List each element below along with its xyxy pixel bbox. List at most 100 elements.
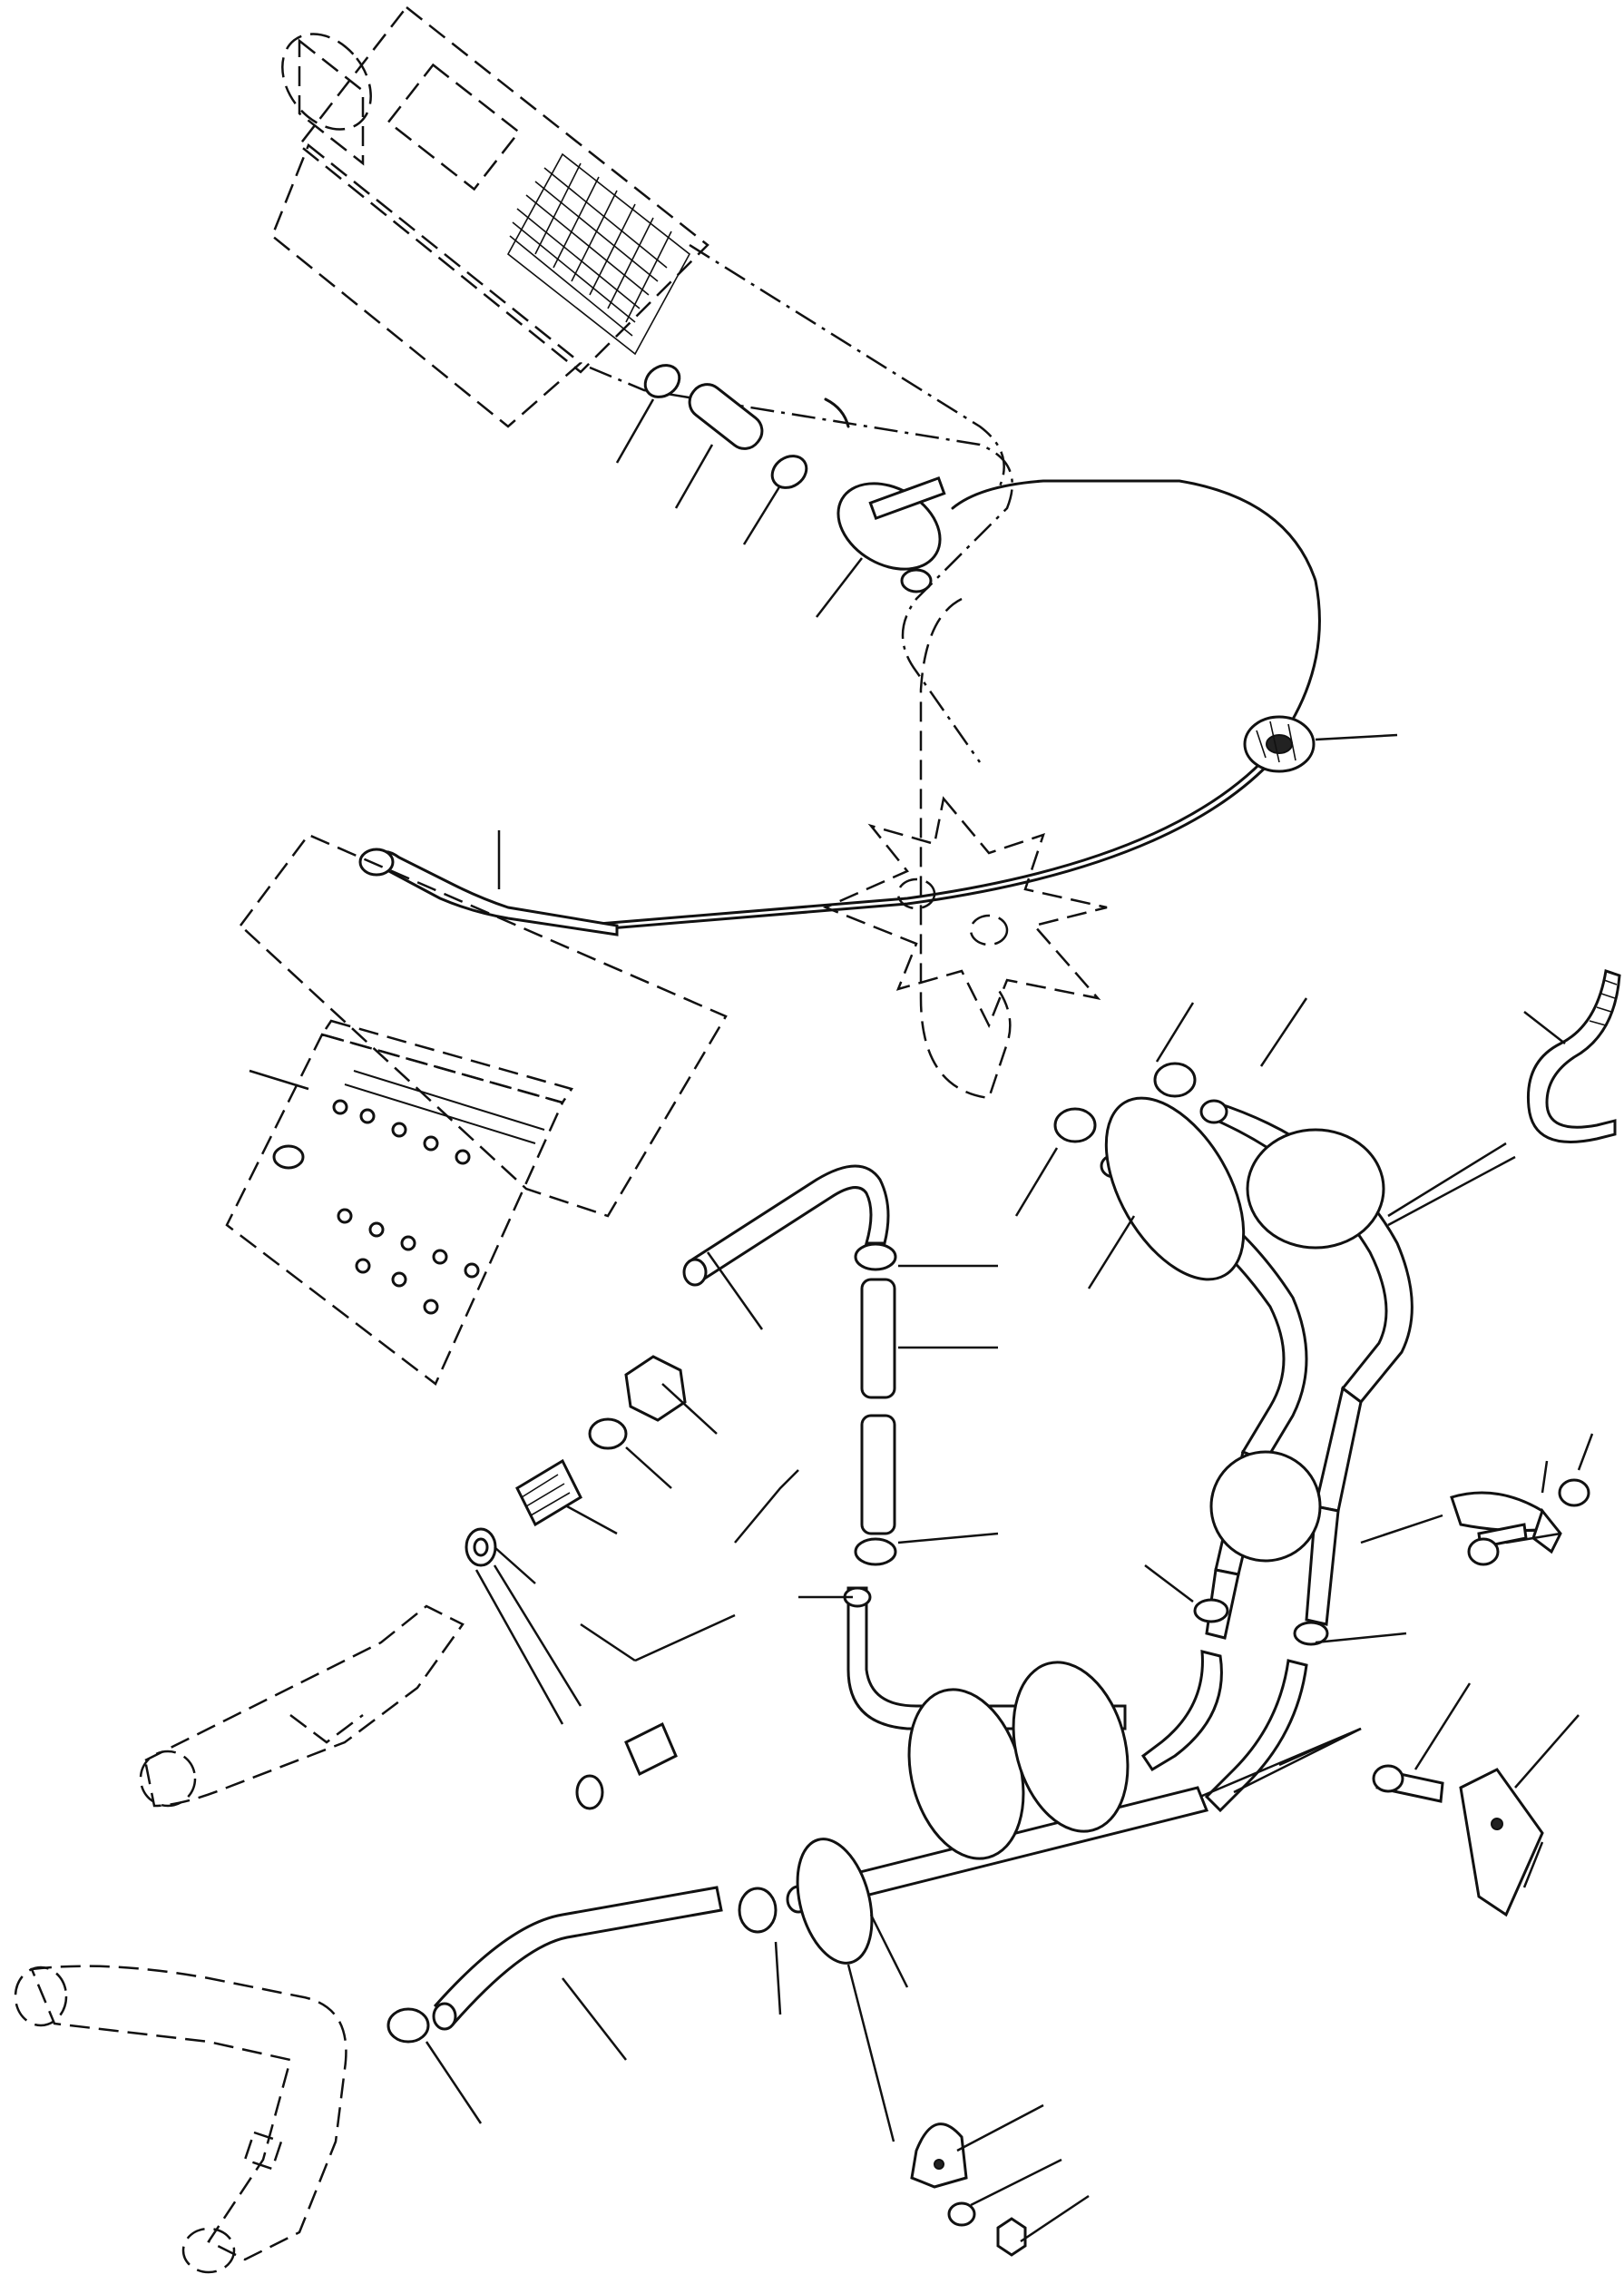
hose-clamp — [1193, 1598, 1229, 1623]
sleeve — [588, 1417, 628, 1450]
engine-outlet-outline — [139, 1604, 465, 1808]
leader — [580, 1622, 636, 1662]
hose-clamp — [854, 1242, 897, 1271]
short-hose — [688, 383, 764, 450]
washer — [947, 2201, 976, 2227]
leader — [1523, 1011, 1566, 1044]
hose-clamp — [854, 1537, 897, 1566]
leader — [774, 1941, 782, 2015]
bent-hose-lower-left — [433, 1886, 723, 2026]
cable-mount-outline — [239, 833, 728, 1218]
panel-holes — [272, 1099, 480, 1315]
leader — [493, 1564, 582, 1707]
leader — [1577, 1433, 1594, 1471]
leader — [1360, 1514, 1443, 1544]
hose-clamp — [1153, 1062, 1197, 1098]
hose-bracket — [1450, 1478, 1590, 1566]
alternate-drain-fittings — [575, 1721, 678, 1810]
leader — [1144, 1564, 1194, 1603]
straight-hose — [860, 1278, 896, 1399]
flange-hole — [969, 914, 1009, 946]
leader — [970, 2158, 1062, 2207]
leader — [1414, 1682, 1472, 1770]
hose-grommet-ring — [1209, 1450, 1322, 1563]
valve-assembly — [643, 364, 946, 593]
leader — [897, 1532, 999, 1544]
leader — [1387, 1142, 1507, 1218]
control-cable — [597, 479, 1321, 926]
leader — [869, 1914, 909, 1988]
leader — [1155, 1002, 1195, 1063]
union-nut — [624, 1355, 687, 1422]
leader — [634, 1613, 736, 1662]
mounting-bolt-bracket — [1372, 1764, 1544, 1917]
heater-hoses — [1053, 1062, 1414, 1813]
engine-inlet-outline — [14, 1965, 347, 2274]
leader — [1505, 1532, 1561, 1544]
leader — [474, 1569, 564, 1725]
firewall-panel — [225, 1019, 573, 1386]
leader — [956, 2103, 1044, 2152]
leader — [1278, 1727, 1362, 1767]
saddle-clamp — [910, 2122, 968, 2189]
leader — [625, 1446, 672, 1489]
hose-clamp — [770, 455, 808, 489]
leader — [1315, 733, 1398, 741]
lower-coolant-hoses — [386, 1661, 1209, 2044]
clip — [824, 397, 850, 428]
leader — [816, 557, 863, 618]
radiator-housing — [270, 5, 709, 428]
hose-end — [432, 2002, 457, 2031]
hose-grommet-ring — [1246, 1128, 1385, 1250]
cable-knob — [358, 848, 395, 877]
leader — [674, 444, 714, 509]
guide-line — [689, 243, 1005, 491]
leader — [706, 1251, 764, 1330]
leader — [1541, 1460, 1549, 1494]
hose-clamp — [643, 364, 681, 398]
coolant-pipe-outline — [919, 597, 1012, 1100]
mount-flange-outline — [822, 796, 1108, 1029]
leader — [1087, 1215, 1136, 1289]
hose-grommet-ring — [796, 1838, 874, 1965]
mounting-bracket — [1459, 1768, 1544, 1917]
hose-end — [1199, 1099, 1228, 1124]
mounting-bolt-head — [1372, 1764, 1404, 1793]
leader — [734, 1469, 799, 1544]
leader — [1020, 2194, 1090, 2243]
alternate-washer — [575, 1774, 604, 1810]
leader — [742, 485, 782, 545]
flange-hole — [896, 877, 936, 910]
control-cable-assembly — [358, 479, 1398, 936]
leader — [249, 1069, 309, 1091]
cable-handle — [370, 850, 619, 936]
leader — [425, 2041, 483, 2124]
heater-hose-lower-return — [1140, 1650, 1223, 1772]
leader — [846, 1964, 895, 2142]
leader — [615, 398, 655, 464]
valve-stem — [900, 568, 933, 593]
cable-grommet — [1243, 715, 1316, 773]
hose-clamp — [386, 2007, 430, 2044]
leader — [661, 1383, 718, 1435]
hose-clamp — [1053, 1107, 1097, 1143]
hose-grommet-ring — [1104, 1096, 1246, 1281]
alternate-plug — [624, 1721, 678, 1777]
bypass-hose-assembly — [682, 1164, 1127, 1730]
hose-clamp — [738, 1887, 778, 1934]
bolt-head — [1467, 1537, 1500, 1566]
guide-line — [589, 366, 1013, 763]
leader — [1315, 1632, 1407, 1644]
saddle-clamp-assembly — [910, 2122, 1027, 2257]
leader — [1522, 1841, 1544, 1888]
leader — [1387, 1155, 1516, 1227]
hose-end — [682, 1258, 708, 1287]
hose-clamp — [1293, 1621, 1329, 1646]
nut — [996, 2217, 1027, 2257]
hose-retaining-clip — [1526, 969, 1621, 1143]
leader — [1514, 1714, 1580, 1789]
leader — [566, 1505, 618, 1535]
leader — [562, 1977, 627, 2061]
nut — [1558, 1478, 1590, 1507]
